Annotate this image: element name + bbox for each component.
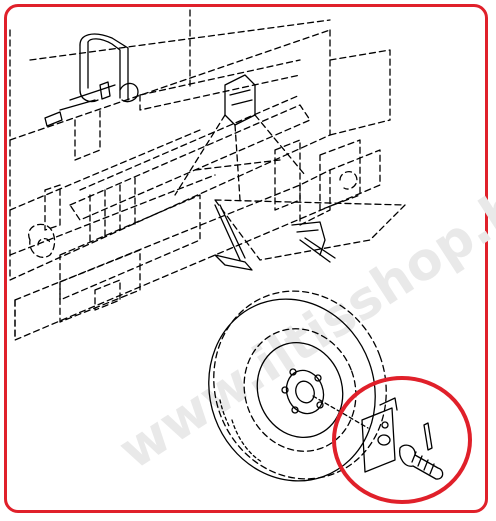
- callout-highlight-circle: [332, 376, 472, 504]
- upper-handle-bracket: [44, 33, 139, 161]
- retaining-rods: [214, 204, 336, 271]
- watermark-text: www.iltisshop.be: [109, 157, 496, 481]
- callout-detail-parts: [361, 397, 444, 480]
- jack-stand: [174, 74, 306, 201]
- rear-bumper: [14, 149, 381, 341]
- vehicle-body-outline: [9, 9, 391, 281]
- illustration-frame: [4, 4, 488, 513]
- spare-wheel-carrier: [59, 59, 406, 301]
